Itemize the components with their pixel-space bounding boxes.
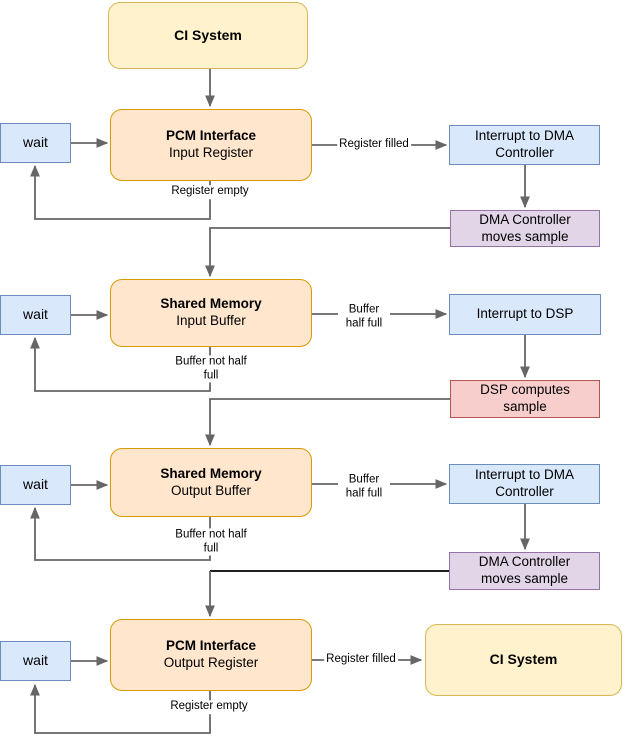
node-dma-controller-moves-sample-2: DMA Controller moves sample xyxy=(449,552,600,590)
node-pcm-interface-output-register: PCM Interface Output Register xyxy=(110,619,312,691)
edge-label-buffer-half-full-2: Buffer half full xyxy=(338,473,390,501)
node-subtitle: Output Buffer xyxy=(170,482,252,498)
node-label: Interrupt to DSP xyxy=(476,306,574,322)
node-subtitle: Input Buffer xyxy=(176,313,246,328)
node-label: wait xyxy=(23,306,48,323)
node-shared-memory-output-buffer: Shared Memory Output Buffer xyxy=(110,448,312,517)
edge-dma-moves-1-to-shared-input xyxy=(205,227,450,278)
edge-dsp-computes-to-shared-output xyxy=(205,398,450,447)
node-interrupt-to-dma-controller-2: Interrupt to DMA Controller xyxy=(449,464,600,504)
node-label: Interrupt to DMA Controller xyxy=(474,128,575,160)
node-title: Shared Memory xyxy=(160,465,262,481)
node-wait-3: wait xyxy=(0,465,71,505)
node-interrupt-to-dma-controller-1: Interrupt to DMA Controller xyxy=(449,125,600,165)
node-shared-memory-input-buffer: Shared Memory Input Buffer xyxy=(110,279,312,347)
node-wait-4: wait xyxy=(0,641,71,681)
edge-label-buffer-not-half-full-2: Buffer not half full xyxy=(173,528,249,556)
node-label: wait xyxy=(23,652,48,669)
node-label: DSP computes sample xyxy=(480,382,570,414)
node-label: DMA Controller moves sample xyxy=(479,211,571,244)
node-dma-controller-moves-sample-1: DMA Controller moves sample xyxy=(450,210,600,247)
node-subtitle: Input Register xyxy=(168,145,254,160)
node-label: CI System xyxy=(489,651,558,668)
node-title: PCM Interface xyxy=(165,638,257,654)
node-subtitle: Output Register xyxy=(163,655,259,670)
node-wait-2: wait xyxy=(0,295,71,335)
node-pcm-interface-input-register: PCM Interface Input Register xyxy=(110,109,312,181)
edge-label-buffer-not-half-full-1: Buffer not half full xyxy=(173,355,249,383)
node-label: CI System xyxy=(174,26,242,43)
node-interrupt-to-dsp: Interrupt to DSP xyxy=(449,294,601,335)
node-label: DMA Controller moves sample xyxy=(478,554,571,586)
node-label: wait xyxy=(23,134,48,151)
node-wait-1: wait xyxy=(0,123,71,163)
node-ci-system-bottom: CI System xyxy=(425,624,622,696)
edge-label-register-filled-2: Register filled xyxy=(324,653,398,667)
edge-label-register-empty-2: Register empty xyxy=(168,700,250,714)
edge-label-register-empty-1: Register empty xyxy=(169,185,251,199)
node-ci-system-top: CI System xyxy=(108,2,308,69)
edge-label-buffer-half-full-1: Buffer half full xyxy=(338,303,390,331)
node-label: wait xyxy=(23,476,48,493)
edge-label-register-filled-1: Register filled xyxy=(337,138,411,152)
node-label: Interrupt to DMA Controller xyxy=(474,467,575,499)
node-dsp-computes-sample: DSP computes sample xyxy=(450,380,600,418)
node-title: Shared Memory xyxy=(160,296,262,312)
node-title: PCM Interface xyxy=(165,128,257,144)
